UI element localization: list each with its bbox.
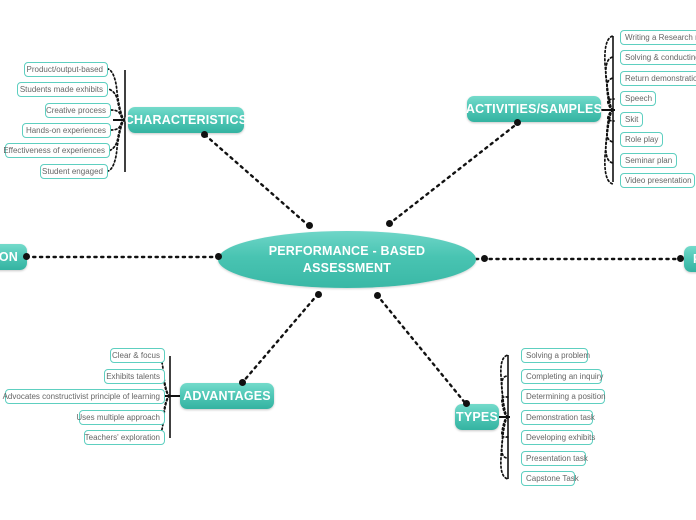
leaf-characteristics-5[interactable]: Student engaged (40, 164, 108, 179)
leaf-characteristics-2[interactable]: Creative process (45, 103, 111, 118)
branch-node-characteristics[interactable]: CHARACTERISTICS (125, 107, 247, 133)
leaf-characteristics-3[interactable]: Hands-on experiences (22, 123, 111, 138)
leaf-types-0[interactable]: Solving a problem (521, 348, 590, 363)
leaf-advantages-1[interactable]: Exhibits talents (104, 369, 165, 384)
spoke-activities (387, 121, 520, 226)
leaf-types-3[interactable]: Demonstration task (521, 410, 595, 425)
branch-node-advantages[interactable]: ADVANTAGES (180, 383, 274, 409)
connector-dot-center-tl (306, 222, 313, 229)
leaf-activities-7[interactable]: Video presentation (620, 173, 695, 188)
leaf-activities-2[interactable]: Return demonstration (620, 71, 696, 86)
leaf-activities-0[interactable]: Writing a Research re (620, 30, 696, 45)
leaf-types-4[interactable]: Developing exhibits (521, 430, 595, 445)
bracket-types (498, 354, 510, 480)
leaf-characteristics-4[interactable]: Effectiveness of experiences (3, 143, 110, 158)
branch-node-activities-samples[interactable]: ACTIVITIES/SAMPLES (466, 96, 602, 122)
leaf-advantages-0[interactable]: Clear & focus (110, 348, 165, 363)
leaf-activities-3[interactable]: Speech (620, 91, 656, 106)
center-node-label: PERFORMANCE - BASED ASSESSMENT (268, 243, 426, 275)
branch-node-types[interactable]: TYPES (455, 404, 499, 430)
spoke-types (375, 293, 468, 406)
connector-dot-characteristics (201, 131, 208, 138)
connector-dot-center-br (374, 292, 381, 299)
leaf-types-5[interactable]: Presentation task (521, 451, 588, 466)
leaf-types-6[interactable]: Capstone Task (521, 471, 579, 486)
connector-dot-advantages (239, 379, 246, 386)
leaf-types-2[interactable]: Determining a position (521, 389, 606, 404)
connector-dot-center-bl (315, 291, 322, 298)
connector-dot-right-edge (677, 255, 684, 262)
connector-dot-center-right (481, 255, 488, 262)
leaf-activities-5[interactable]: Role play (620, 132, 663, 147)
connector-dot-left-edge (23, 253, 30, 260)
spoke-characteristics (202, 132, 311, 228)
connector-dot-center-left (215, 253, 222, 260)
spoke-advantages (240, 292, 320, 385)
leaf-characteristics-0[interactable]: Product/output-based (24, 62, 108, 77)
connector-dot-center-tr (386, 220, 393, 227)
branch-node-right-edge-clipped[interactable]: P (684, 246, 696, 272)
connector-dot-activities (514, 119, 521, 126)
leaf-characteristics-1[interactable]: Students made exhibits (17, 82, 108, 97)
leaf-activities-4[interactable]: Skit (620, 112, 643, 127)
leaf-advantages-3[interactable]: Uses multiple approach (76, 410, 165, 425)
center-node[interactable]: PERFORMANCE - BASED ASSESSMENT (218, 231, 476, 288)
leaf-advantages-2[interactable]: Advocates constructivist principle of le… (3, 389, 165, 404)
connector-dot-types (463, 400, 470, 407)
leaf-activities-6[interactable]: Seminar plan (620, 153, 677, 168)
leaf-advantages-4[interactable]: Teachers' exploration (84, 430, 165, 445)
leaf-activities-1[interactable]: Solving & conducting (620, 50, 696, 65)
leaf-types-1[interactable]: Completing an inquiry (521, 369, 603, 384)
branch-node-left-edge-clipped[interactable]: ION (0, 244, 27, 270)
